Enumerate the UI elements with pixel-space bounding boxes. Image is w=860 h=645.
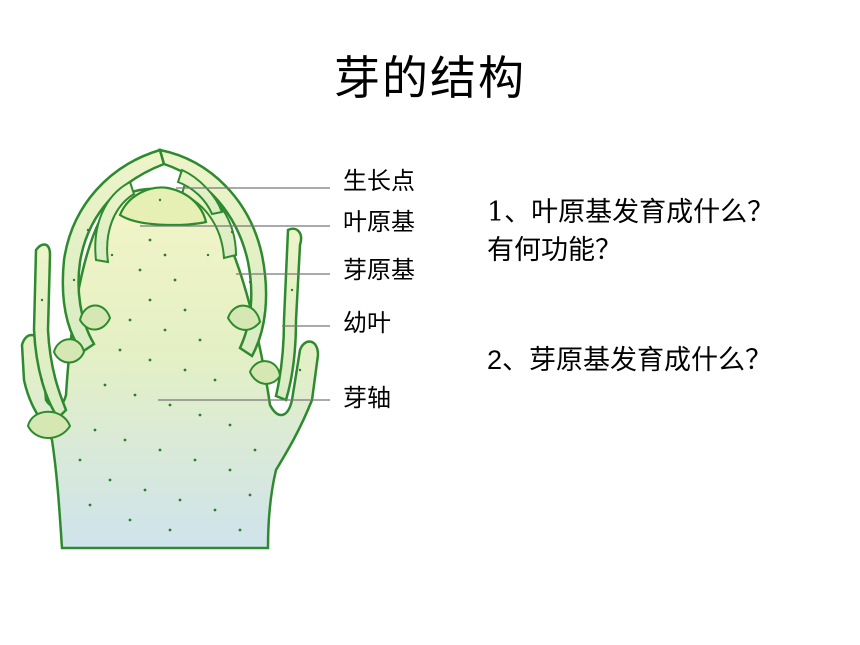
- pointer-lines: [140, 187, 330, 401]
- question-1-line-2: 有何功能？: [487, 235, 622, 266]
- question-2-text: 、芽原基发育成什么？: [502, 345, 773, 376]
- young-leaf-left-arch: [61, 148, 166, 354]
- tip-leaf: [176, 168, 224, 216]
- question-2: 2、芽原基发育成什么？: [487, 341, 772, 380]
- bud-primordium-right-lower: [248, 360, 282, 385]
- label-growing-point: 生长点: [343, 167, 415, 195]
- page-title: 芽的结构: [334, 51, 526, 105]
- growing-point-dome: [118, 186, 208, 227]
- label-leaf-primordium: 叶原基: [343, 208, 415, 236]
- question-2-number: 2: [487, 345, 503, 375]
- young-leaf-inner-left: [94, 180, 136, 264]
- label-bud-primordium: 芽原基: [343, 256, 415, 284]
- bud-primordium-left-lower: [52, 338, 86, 364]
- outer-leaf-right: [274, 227, 303, 402]
- bud-primordium-right-upper: [226, 304, 262, 331]
- label-bud-axis: 芽轴: [343, 384, 391, 412]
- question-1-line-1: 1、叶原基发育成什么？: [487, 197, 775, 228]
- bud-primordium-left-upper: [78, 304, 112, 331]
- cell-dots: [40, 198, 302, 532]
- young-leaf-right-arch: [158, 148, 268, 358]
- outer-leaf-left: [32, 243, 68, 420]
- label-young-leaf: 幼叶: [343, 309, 391, 337]
- bud-primordium-left-bottom: [26, 410, 72, 439]
